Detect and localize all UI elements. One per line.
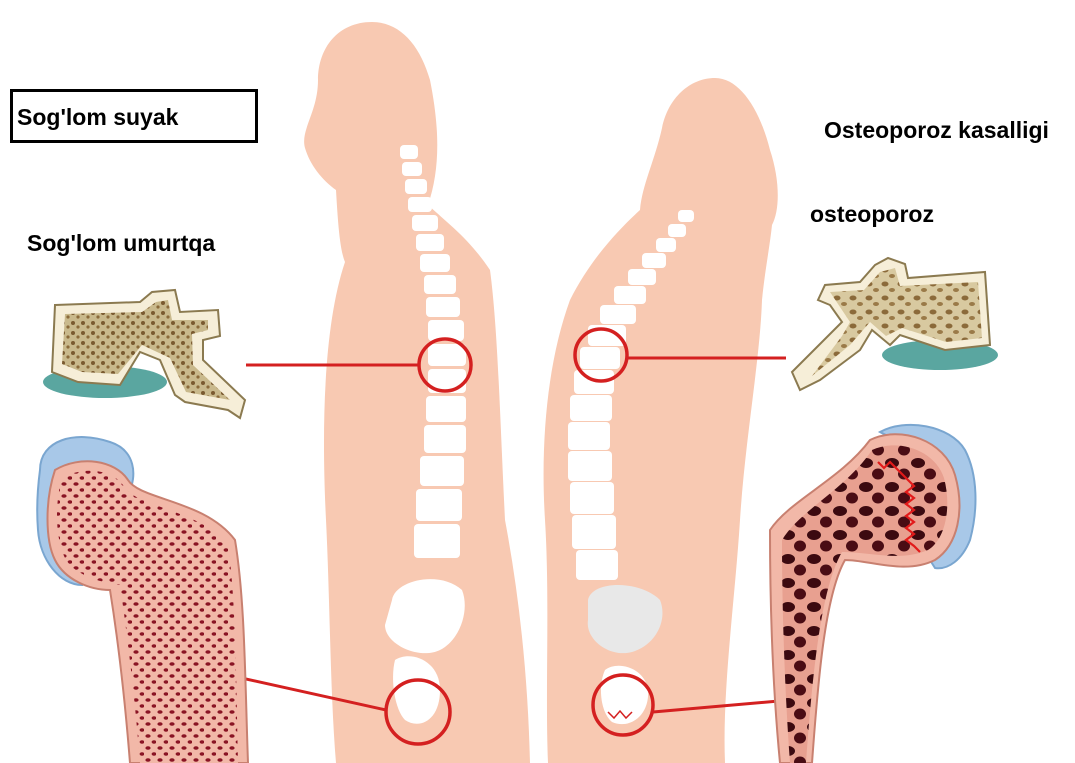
healthy-bone-label: Sog'lom suyak xyxy=(10,89,258,143)
healthy-vertebra-cross-section xyxy=(43,290,245,418)
healthy-vertebra-label: Sog'lom umurtqa xyxy=(27,230,215,257)
osteoporosis-femur-cross-section xyxy=(770,425,975,763)
osteoporosis-vertebra-cross-section xyxy=(792,258,998,390)
osteoporosis-disease-label: Osteoporoz kasalligi xyxy=(824,117,1049,144)
osteoporosis-label: osteoporoz xyxy=(810,201,934,228)
healthy-femur-cross-section xyxy=(37,437,248,763)
